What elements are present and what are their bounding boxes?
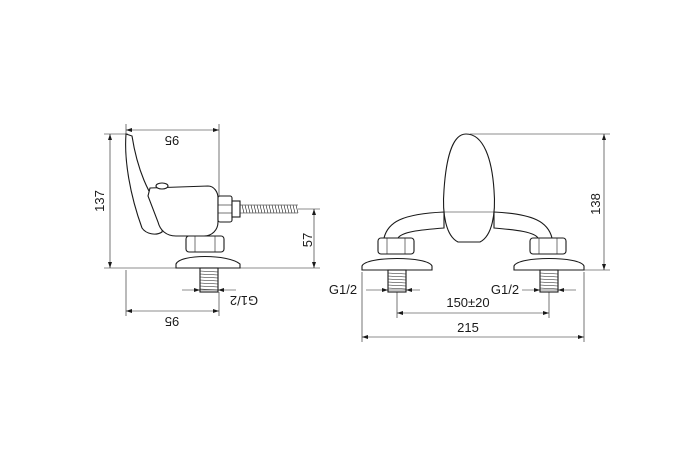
front-view: 138 G1/2 G1/2 150±20 215 [329,133,610,342]
hatch-stroke [295,204,299,214]
front-dim-height-label: 138 [588,193,603,215]
front-right-nut [529,237,567,255]
front-dim-centers: 150±20 [396,292,550,318]
side-outlet-nut [217,195,233,223]
hatch-stroke [199,270,219,273]
hatch-stroke [539,278,559,281]
hatch-stroke [268,204,272,214]
side-dim-outlet-height-label: 57 [300,233,315,247]
side-dim-height-label: 137 [92,190,107,212]
hatch-stroke [250,204,254,214]
side-view: 95 137 57 G1/2 [92,124,320,329]
hatch-stroke [539,284,559,287]
hatch-stroke [387,281,407,284]
front-left-nut [377,237,415,255]
front-right-rosette [513,257,585,271]
hatch-stroke [274,204,278,214]
hatch-stroke [199,276,219,279]
hatch-stroke [199,279,219,282]
front-body-crossbar-right [493,211,553,239]
side-dim-bottom-width: 95 [125,270,220,329]
hatch-stroke [253,204,257,214]
front-left-rosette [361,257,433,271]
side-wall-rosette [175,256,241,269]
front-dim-overall-width-label: 215 [457,320,479,335]
front-dim-overall-width: 215 [361,272,585,342]
hatch-stroke [539,281,559,284]
hatch-stroke [292,204,296,214]
hatch-stroke [247,204,251,214]
hatch-stroke [280,204,284,214]
side-dim-thread-label: G1/2 [230,293,258,308]
side-valve-body [147,185,219,237]
hatch-stroke [539,275,559,278]
side-lever-pivot [155,182,169,190]
hatch-stroke [256,204,260,214]
hatch-stroke [539,287,559,290]
hatch-stroke [289,204,293,214]
front-dim-thread-left: G1/2 [329,282,420,297]
hatch-stroke [199,282,219,285]
front-body-crossbar [383,211,445,239]
hatch-stroke [199,285,219,288]
hatch-stroke [387,287,407,290]
side-dim-height: 137 [92,133,176,269]
front-lever-handle [442,133,496,243]
hatch-stroke [387,272,407,275]
hatch-stroke [265,204,269,214]
front-dim-height: 138 [470,133,610,271]
hatch-stroke [387,278,407,281]
front-dim-thread-right-label: G1/2 [491,282,519,297]
side-eccentric-nut [185,235,225,253]
hatch-stroke [244,204,248,214]
hatch-stroke [283,204,287,214]
side-dim-top-width-label: 95 [165,133,179,148]
side-dim-thread: G1/2 [182,288,258,308]
hatch-stroke [262,204,266,214]
hatch-stroke [286,204,290,214]
front-dim-centers-label: 150±20 [446,295,489,310]
hatch-stroke [259,204,263,214]
hatch-stroke [387,275,407,278]
side-dim-bottom-width-label: 95 [165,314,179,329]
side-dim-outlet-height: 57 [240,208,320,269]
hatch-stroke [539,272,559,275]
hatch-stroke [277,204,281,214]
hatch-stroke [271,204,275,214]
side-dim-top-width: 95 [125,124,220,196]
side-outlet-collar [231,200,241,218]
front-dim-thread-left-label: G1/2 [329,282,357,297]
hatch-stroke [387,284,407,287]
hatch-stroke [199,273,219,276]
front-dim-thread-right: G1/2 [491,282,576,297]
hatch-stroke [241,204,245,214]
side-shower-hose [240,204,299,214]
